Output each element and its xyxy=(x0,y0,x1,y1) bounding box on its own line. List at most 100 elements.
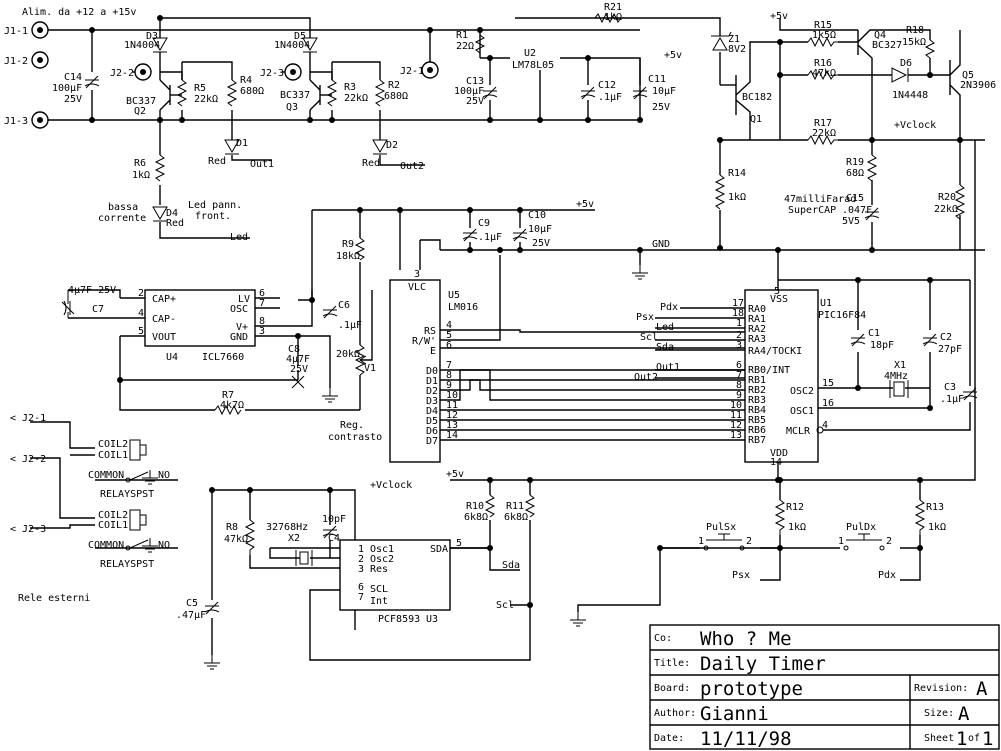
x2-value: 32768Hz xyxy=(266,522,308,533)
relay1-name: RELAYSPST xyxy=(100,489,154,500)
relay2-common: COMMON xyxy=(88,540,124,551)
net-out2: Out2 xyxy=(400,161,424,172)
pic-pin-name: RB4 xyxy=(748,405,766,416)
c8-value: 4µ7F xyxy=(286,354,310,365)
pic-pin-name: RB0/INT xyxy=(748,365,790,376)
capacitors xyxy=(61,75,978,615)
switches xyxy=(703,533,885,551)
pic-pin-name: RB7 xyxy=(748,435,766,446)
d5-value: 1N4004 xyxy=(274,40,310,51)
net-psx: Psx xyxy=(732,570,750,581)
net-pdx: Pdx xyxy=(878,570,896,581)
v1-value: 20kΩ xyxy=(336,349,360,360)
pic-pin-num: 13 xyxy=(730,430,742,441)
r3-value: 22kΩ xyxy=(344,93,368,104)
junctions xyxy=(89,15,963,608)
r19-value: 68Ω xyxy=(846,168,864,179)
r10-ref: R10 xyxy=(466,501,484,512)
icl7660-pin-name: VOUT xyxy=(152,332,176,343)
icl7660-pin-name: LV xyxy=(238,294,250,305)
net-5v-lcd: +5v xyxy=(576,199,594,210)
x1-ref: X1 xyxy=(894,360,906,371)
r21-ref: R21 xyxy=(604,2,622,13)
pic-pin-num: 18 xyxy=(732,308,744,319)
r9-value: 18kΩ xyxy=(336,251,360,262)
r19-ref: R19 xyxy=(846,157,864,168)
connector-labels: J1-1 J1-2 J1-3 J2-2 J2-3 J2-1 < J2-1 < J… xyxy=(4,26,424,535)
net-sda: Sda xyxy=(502,560,520,571)
c2-value: 27pF xyxy=(938,344,962,355)
relay2-name: RELAYSPST xyxy=(100,559,154,570)
c1-value: 18pF xyxy=(870,340,894,351)
lcd-pin-name: D1 xyxy=(426,376,438,387)
c11-value: 10µF xyxy=(652,86,676,97)
r4-value: 680Ω xyxy=(240,86,264,97)
author-label: Author: xyxy=(654,708,696,719)
icl7660-pin-name: V+ xyxy=(236,322,248,333)
r9-ref: R9 xyxy=(342,239,354,250)
pic-net-sda: Sda xyxy=(656,342,674,353)
date-value: 11/11/98 xyxy=(700,728,792,750)
u5-value: LM016 xyxy=(448,302,478,313)
d3-ref: D3 xyxy=(146,31,158,42)
pic-pin-name: OSC1 xyxy=(790,406,814,417)
pic-pin-name: RB2 xyxy=(748,385,766,396)
note-labels: Alim. da +12 a +15v bassa corrente Led p… xyxy=(18,7,856,604)
supply-note: Alim. da +12 a +15v xyxy=(22,7,136,18)
c9-ref: C9 xyxy=(478,218,490,229)
r14-ref: R14 xyxy=(728,168,746,179)
r1-value: 22Ω xyxy=(456,41,474,52)
lcd-pin-num: 11 xyxy=(446,400,458,411)
d2-ref: D2 xyxy=(386,140,398,151)
pic-pin-num: 5 xyxy=(774,286,780,297)
c13-ref: C13 xyxy=(466,76,484,87)
title-value: Daily Timer xyxy=(700,653,826,675)
size-value: A xyxy=(958,703,970,725)
pic-pin-num: 4 xyxy=(822,420,828,431)
rtc-pin-name: Int xyxy=(370,596,388,607)
pulsx-pin-num: 1 xyxy=(698,536,704,547)
r7-value: 4k7Ω xyxy=(220,400,244,411)
icl7660-pin-name: CAP- xyxy=(152,314,176,325)
r5-ref: R5 xyxy=(194,83,206,94)
pic-pin-name: RA2 xyxy=(748,324,766,335)
pic-pin-num: 15 xyxy=(822,378,834,389)
net-5v-bottom: +5v xyxy=(446,469,464,480)
r6-ref: R6 xyxy=(134,158,146,169)
q2-ref: Q2 xyxy=(134,106,146,117)
c15-value: .047F xyxy=(842,205,872,216)
pic-pin-name: OSC2 xyxy=(790,386,814,397)
q3-ref: Q3 xyxy=(286,102,298,113)
revision-label: Revision: xyxy=(914,683,968,694)
z1-value: 8V2 xyxy=(728,44,746,55)
r18-value: 15kΩ xyxy=(902,37,926,48)
company-value: Who ? Me xyxy=(700,628,792,650)
pic-pin-num: 6 xyxy=(736,360,742,371)
transistor-bodies xyxy=(735,32,951,112)
c7-ref: C7 xyxy=(92,304,104,315)
rtc-pin-num: 7 xyxy=(358,592,364,603)
c6-ref: C6 xyxy=(338,300,350,311)
lcd-pin-name: D3 xyxy=(426,396,438,407)
c8-ref: C8 xyxy=(288,344,300,355)
connector-j2-3: J2-3 xyxy=(260,68,284,79)
rtc-pin-num: 2 xyxy=(358,554,364,565)
c4-ref: C4 xyxy=(328,533,340,544)
pic-pin-name: RB6 xyxy=(748,425,766,436)
pic-pin-name: RB3 xyxy=(748,395,766,406)
r2-value: 680Ω xyxy=(384,91,408,102)
lcd-pin-name: E xyxy=(430,346,436,357)
q1-ref: Q1 xyxy=(750,114,762,125)
r21-value: 1kΩ xyxy=(604,12,622,23)
pic-pin-num: 9 xyxy=(736,390,742,401)
pin-labels: 2 CAP+ 4 CAP- 5 VOUT 6 LV 7 OSC 8 V+ 3 G… xyxy=(138,269,892,607)
u4-value: ICL7660 xyxy=(202,352,244,363)
q5-ref: Q5 xyxy=(962,70,974,81)
c15-voltage: 5V5 xyxy=(842,216,860,227)
connectors xyxy=(31,21,439,129)
pic-net-out1: Out1 xyxy=(656,362,680,373)
r10-value: 6k8Ω xyxy=(464,512,488,523)
r7-ref: R7 xyxy=(222,390,234,401)
rtc-pin-num: 3 xyxy=(358,564,364,575)
